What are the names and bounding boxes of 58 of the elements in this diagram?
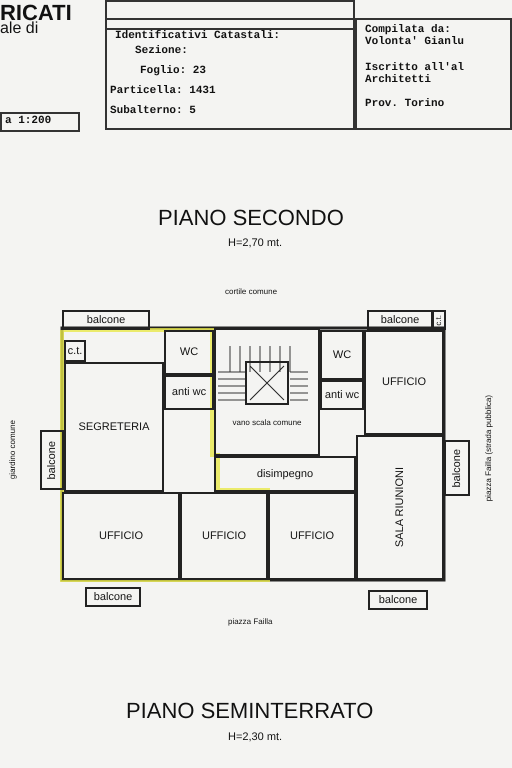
room-label: disimpegno	[256, 468, 314, 480]
room-label: WC	[332, 348, 352, 362]
room-label: balcone	[450, 448, 464, 488]
site-label: cortile comune	[225, 287, 278, 296]
room-label: balcone	[46, 440, 58, 480]
room-label: balcone	[378, 594, 418, 606]
room-label: anti wc	[172, 386, 206, 399]
room-outline	[268, 492, 356, 580]
room-outline	[432, 310, 446, 330]
plan-title: PIANO SECONDO	[158, 205, 344, 231]
room-label: c.t.	[434, 314, 444, 326]
room-label: UFFICIO	[290, 530, 334, 542]
room-outline	[64, 340, 86, 362]
plan-subtitle: H=2,70 mt.	[228, 237, 282, 249]
room-label: UFFICIO	[382, 376, 426, 389]
title-block-text: Foglio: 23	[140, 65, 206, 77]
room-outline	[164, 375, 214, 410]
room-outline	[180, 492, 268, 580]
room-outline	[164, 330, 214, 375]
room-label: UFFICIO	[99, 530, 143, 542]
room-outline	[40, 430, 64, 490]
plan-title: PIANO SEMINTERRATO	[126, 698, 374, 724]
title-block-text: Subalterno: 5	[110, 105, 196, 117]
room-outline	[320, 380, 364, 410]
room-outline	[62, 310, 150, 330]
room-outline	[62, 492, 180, 580]
room-outline	[320, 330, 364, 380]
room-label: balcone	[86, 314, 126, 326]
room-outline	[214, 328, 320, 456]
room-label: anti wc	[324, 388, 360, 402]
room-label: WC	[180, 346, 198, 359]
title-block-text: Particella: 1431	[110, 85, 216, 97]
room-outline	[64, 362, 164, 492]
room-outline	[364, 330, 444, 435]
room-outline	[356, 435, 444, 580]
room-label: SEGRETERIA	[78, 420, 150, 434]
room-outline	[368, 590, 428, 610]
room-outline	[367, 310, 433, 330]
site-label: giardino comune	[8, 420, 17, 480]
title-block-text: Identificativi Catastali:	[115, 30, 280, 42]
title-block-text: Compilata da: Volonta' Gianlu	[365, 24, 466, 48]
plan-subtitle: H=2,30 mt.	[228, 731, 282, 743]
room-label: vano scala comune	[232, 419, 302, 428]
room-label: balcone	[380, 314, 420, 326]
title-block-text: Sezione:	[135, 45, 188, 57]
header-text: ale di	[0, 20, 38, 38]
site-label: piazza Failla	[228, 617, 272, 626]
room-label: c.t.	[68, 344, 82, 358]
room-outline	[85, 587, 141, 607]
room-label: SALA RIUNIONI	[394, 467, 406, 548]
title-block-text: Iscritto all'al Architetti	[365, 62, 466, 86]
room-outline	[214, 456, 356, 492]
title-block-text: Prov. Torino	[365, 98, 444, 110]
room-label: balcone	[94, 590, 132, 604]
room-outline	[444, 440, 470, 496]
title-block-text: a 1:200	[5, 115, 52, 127]
room-label: UFFICIO	[202, 530, 246, 542]
site-label: piazza Failla (strada pubblica)	[484, 395, 493, 502]
